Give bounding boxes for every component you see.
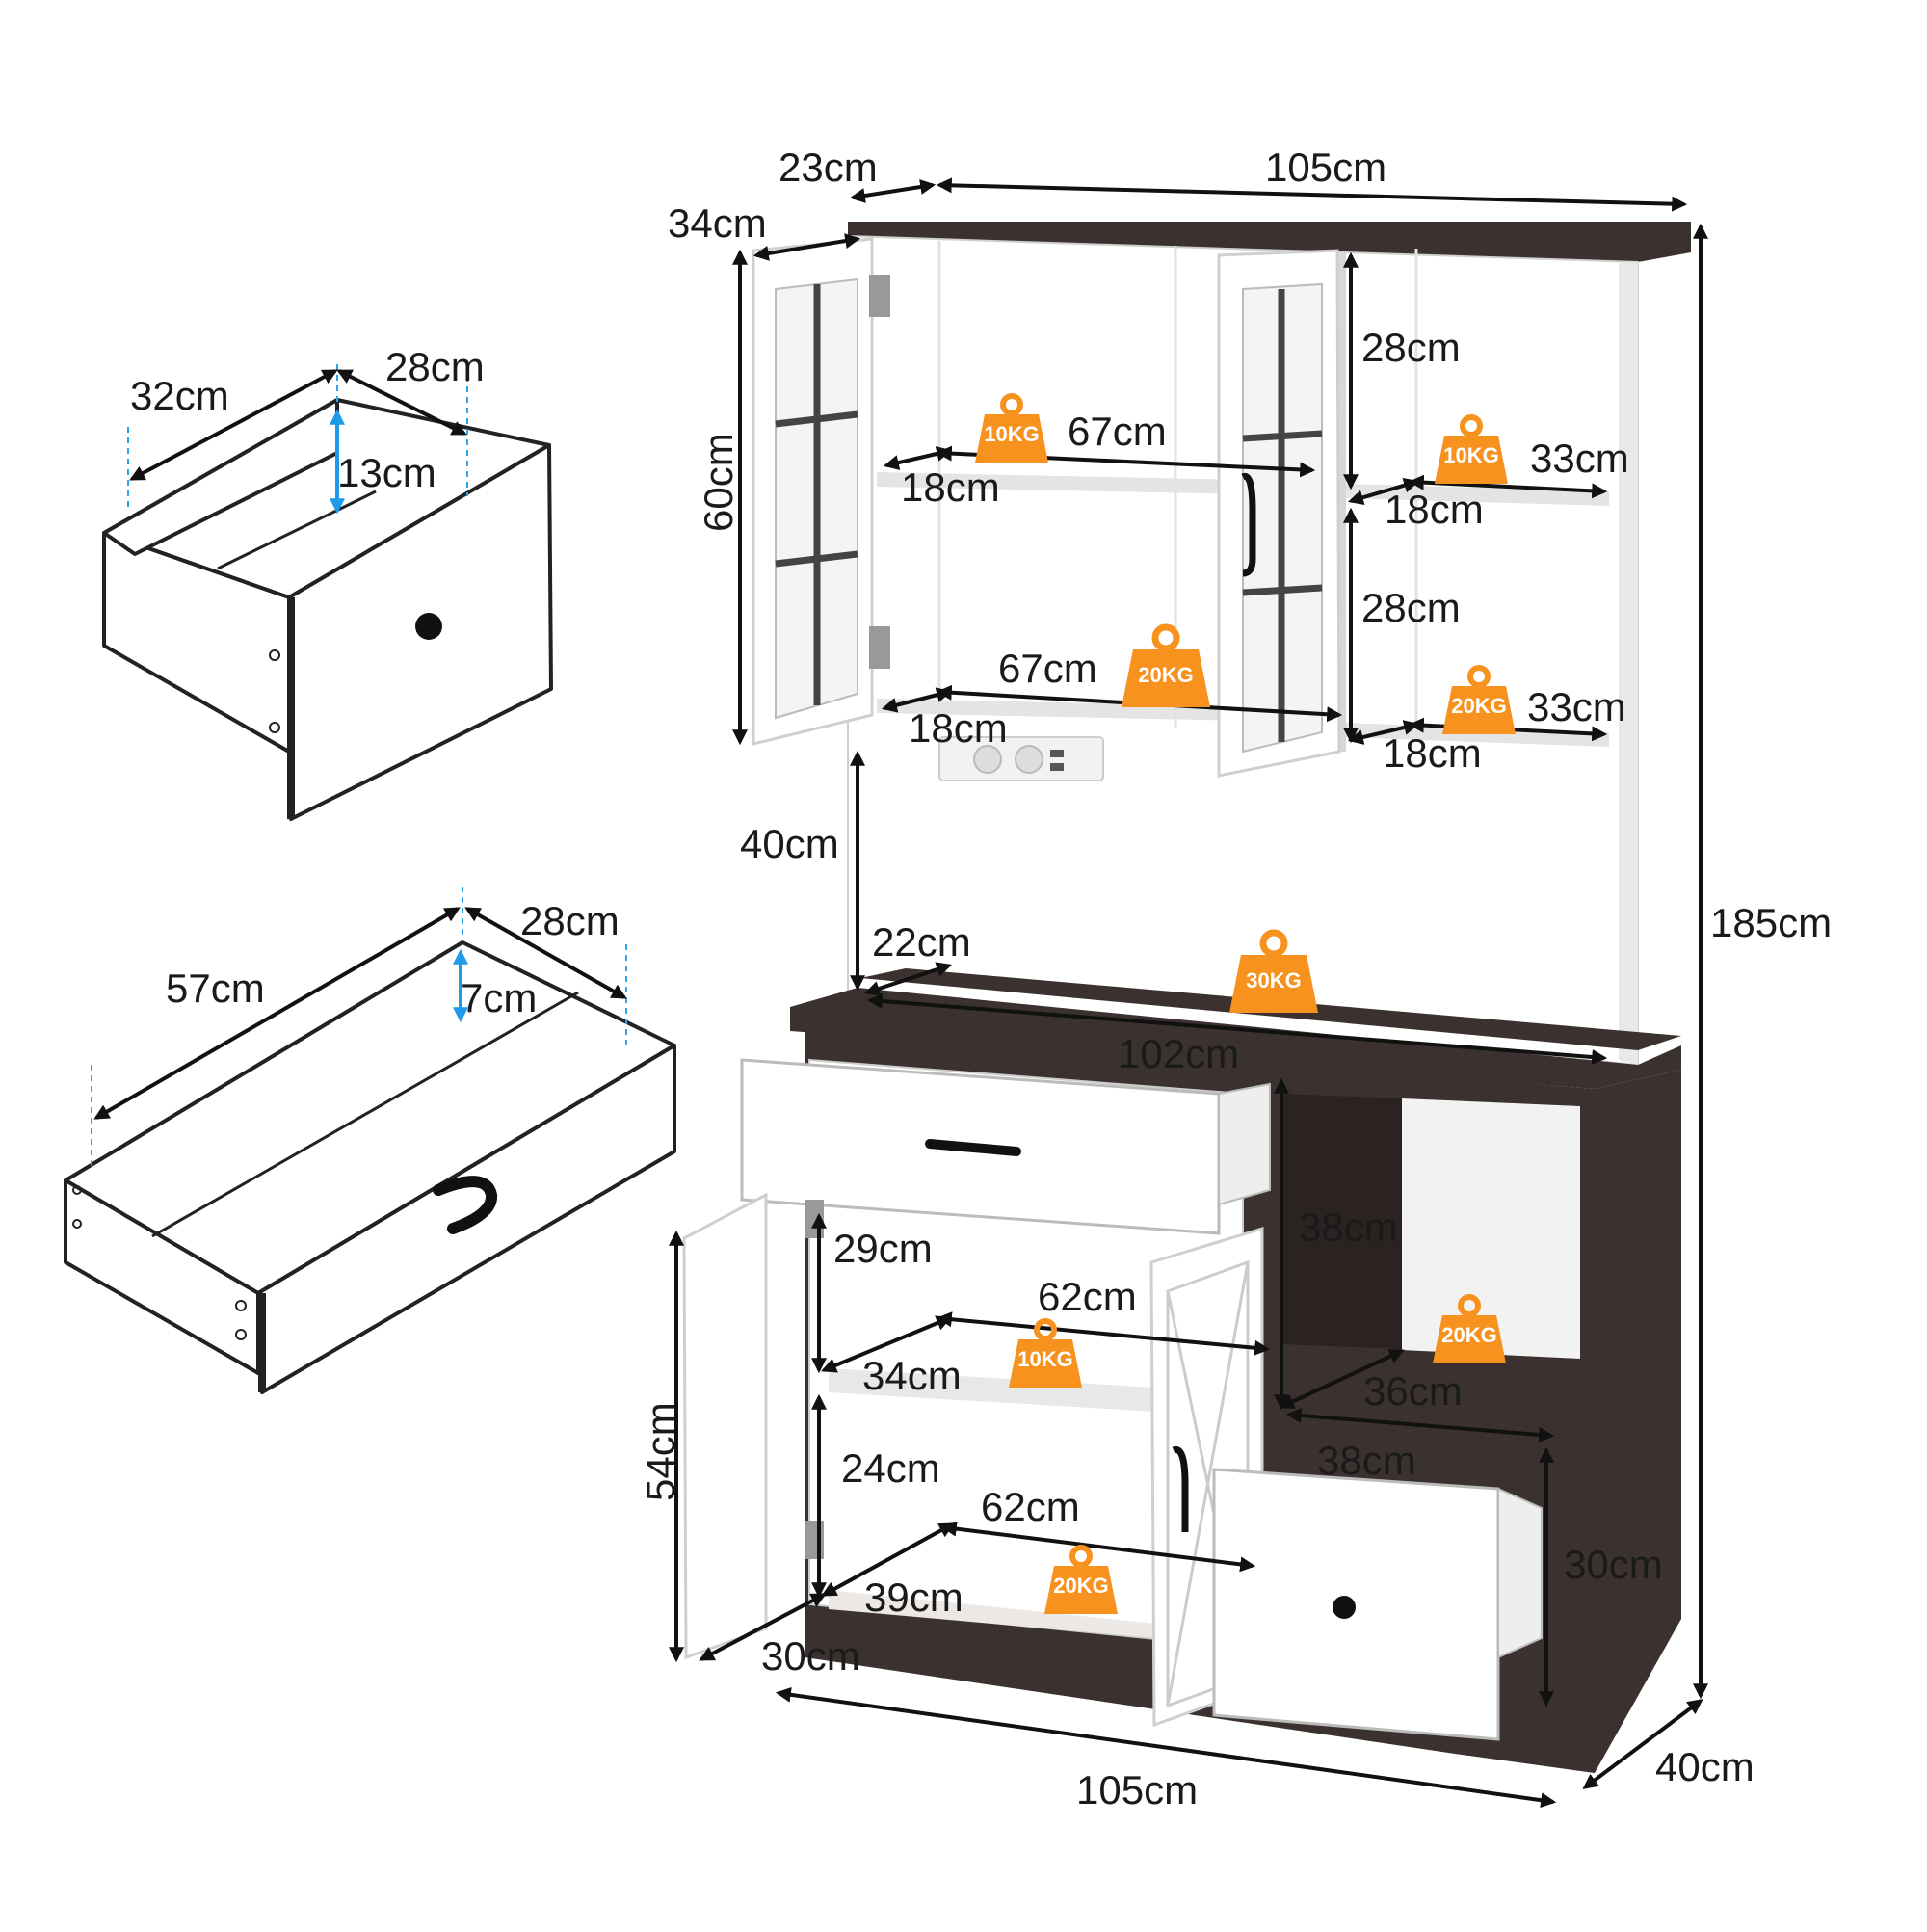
right-shelf1-width-label: 33cm <box>1530 436 1629 481</box>
handle-icon <box>433 1176 497 1234</box>
svg-text:10KG: 10KG <box>1443 443 1498 467</box>
svg-text:10KG: 10KG <box>984 422 1039 446</box>
shelf1-depth-label: 18cm <box>901 464 1000 510</box>
top-width-label: 105cm <box>1265 145 1386 190</box>
upper-space-height-label: 29cm <box>833 1226 933 1271</box>
drawer-handle-icon <box>925 1139 1021 1156</box>
hinge-icon <box>869 275 890 317</box>
knob-icon <box>415 613 442 640</box>
upper-height-label: 60cm <box>696 433 741 532</box>
small-drawer-depth-label: 28cm <box>385 344 485 389</box>
weight-icon: 10KG <box>975 396 1048 463</box>
large-drawer-width-line <box>93 907 461 1120</box>
base-door-depth-label: 30cm <box>761 1633 860 1679</box>
weight-icon: 20KG <box>1122 627 1210 707</box>
weight-icon: 10KG <box>1009 1321 1082 1388</box>
door-depth-label: 34cm <box>668 200 767 246</box>
small-drawer: 32cm 28cm 13cm <box>102 344 553 821</box>
large-drawer: 57cm 28cm 7cm <box>64 887 676 1394</box>
door-handle-icon <box>1172 1446 1189 1532</box>
right-upper-height-label: 28cm <box>1361 325 1461 370</box>
lower-shelf-width-label: 62cm <box>981 1484 1080 1529</box>
svg-text:20KG: 20KG <box>1053 1574 1108 1598</box>
svg-text:20KG: 20KG <box>1441 1323 1496 1347</box>
small-drawer-width-line <box>129 369 338 481</box>
lower-shelf-depth-label: 39cm <box>864 1575 964 1620</box>
knob-icon <box>1333 1596 1356 1619</box>
large-drawer-height-label: 7cm <box>461 975 537 1020</box>
cabinet: 10KG 20KG 10KG 20KG 30KG 10KG 20KG 20KG … <box>638 145 1832 1813</box>
small-drawer-height-label: 13cm <box>337 450 436 495</box>
small-drawer-width-label: 32cm <box>130 373 229 418</box>
usb-icon <box>1050 763 1064 771</box>
base-door-left <box>682 1192 768 1660</box>
shelf1-width-label: 67cm <box>1068 409 1167 454</box>
overall-width-label: 105cm <box>1076 1767 1198 1813</box>
door-handle-icon <box>1241 473 1256 577</box>
upper-shelf-depth-label: 34cm <box>862 1353 962 1398</box>
weight-icon: 20KG <box>1044 1548 1118 1614</box>
cabinet-dimension-labels: 23cm 105cm 34cm 60cm 67cm 18cm 67cm 18cm… <box>638 145 1832 1813</box>
right-shelf2-depth-label: 18cm <box>1383 730 1482 776</box>
right-shelf2-width-label: 33cm <box>1527 684 1626 729</box>
outlet-icon <box>1015 745 1043 774</box>
small-drawer-depth-line <box>336 369 467 436</box>
counter-width-label: 102cm <box>1118 1031 1239 1076</box>
base-door-height-label: 54cm <box>638 1402 683 1501</box>
drawer-height-label: 30cm <box>1564 1542 1663 1587</box>
large-drawer-depth-line <box>464 907 627 999</box>
large-drawer-depth-label: 28cm <box>520 898 620 943</box>
upper-shelf-width-label: 62cm <box>1038 1274 1137 1319</box>
right-lower-height-label: 28cm <box>1361 585 1461 630</box>
weight-icon: 30KG <box>1229 933 1318 1013</box>
open-height-label: 40cm <box>740 821 839 866</box>
cubby-width-label: 38cm <box>1317 1438 1416 1483</box>
outlet-icon <box>973 745 1002 774</box>
weight-badges: 10KG 20KG 10KG 20KG 30KG 10KG 20KG 20KG <box>975 396 1516 1614</box>
counter-depth-label: 22cm <box>872 919 971 965</box>
svg-text:10KG: 10KG <box>1017 1347 1072 1371</box>
shelf2-width-label: 67cm <box>998 646 1097 691</box>
svg-text:20KG: 20KG <box>1138 663 1193 687</box>
weight-icon: 20KG <box>1442 668 1516 734</box>
overall-height-label: 185cm <box>1710 900 1832 945</box>
usb-icon <box>1050 750 1064 757</box>
weight-icon: 20KG <box>1433 1297 1506 1363</box>
top-depth-label: 23cm <box>779 145 878 190</box>
overall-depth-label: 40cm <box>1655 1744 1755 1789</box>
svg-text:30KG: 30KG <box>1246 968 1301 992</box>
lower-space-height-label: 24cm <box>841 1445 940 1491</box>
bottom-drawer <box>1212 1468 1500 1741</box>
shelf2-depth-label: 18cm <box>909 705 1008 751</box>
weight-icon: 10KG <box>1435 417 1508 484</box>
cabinet-dimension-lines <box>669 177 1708 1809</box>
cubby-depth-label: 36cm <box>1363 1368 1463 1414</box>
svg-text:20KG: 20KG <box>1451 694 1506 718</box>
cubby-height-label: 38cm <box>1299 1204 1398 1250</box>
large-drawer-width-label: 57cm <box>166 966 265 1011</box>
hinge-icon <box>869 626 890 669</box>
right-shelf1-depth-label: 18cm <box>1385 487 1484 532</box>
